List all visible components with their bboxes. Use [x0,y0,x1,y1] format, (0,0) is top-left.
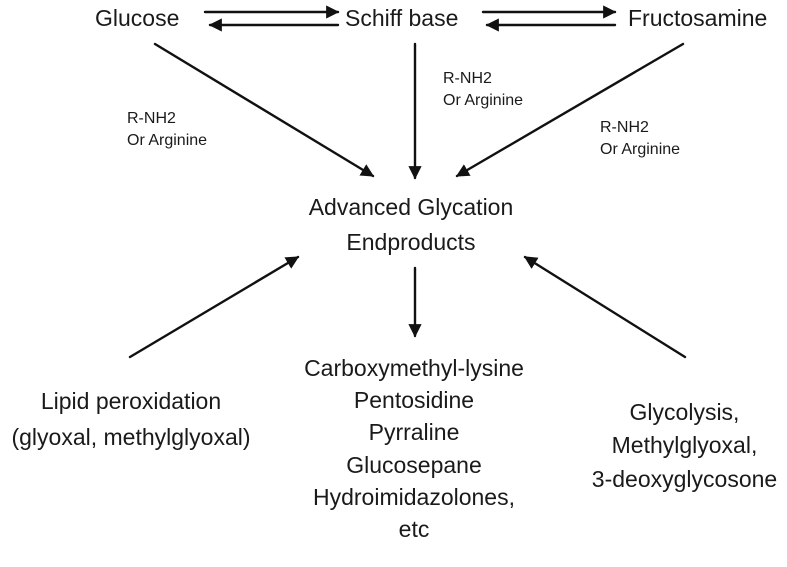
reagent-label-left-line-2: Or Arginine [127,131,208,149]
reagent-label-middle-line-1: R-NH2 [443,70,492,87]
product-item: Hydroimidazolones, [313,483,515,510]
node-age-line-1: Advanced Glycation [308,194,514,220]
product-item: Glucosepane [346,451,482,478]
product-item: Pentosidine [353,387,475,414]
product-item: etc [398,515,430,542]
reagent-label-left: R-NH2 Or Arginine [127,108,207,151]
reagent-label-left-line-1: R-NH2 [127,110,176,127]
arrow-glycolysis-to-age [523,255,687,359]
node-advanced-glycation-endproducts: Advanced Glycation Endproducts [300,190,522,259]
node-glycolysis: Glycolysis, Methylglyoxal, 3-deoxyglycos… [582,396,787,496]
reagent-label-right-line-2: Or Arginine [600,140,681,158]
arrow-glucose-to-age [153,42,375,178]
node-age-products-list: Carboxymethyl-lysine Pentosidine Pyrrali… [292,352,536,545]
node-glucose: Glucose [95,5,180,31]
node-age-line-2: Endproducts [346,228,476,255]
node-lipid-peroxidation: Lipid peroxidation (glyoxal, methylglyox… [2,384,260,455]
node-lipid-line-1: Lipid peroxidation [40,388,222,414]
reagent-label-middle-line-2: Or Arginine [443,91,524,109]
node-glycolysis-line-3: 3-deoxyglycosone [591,465,778,492]
product-item: Pyrraline [368,419,460,446]
node-lipid-line-2: (glyoxal, methylglyoxal) [11,423,251,450]
reagent-label-middle: R-NH2 Or Arginine [443,68,523,111]
product-item: Carboxymethyl-lysine [304,355,524,381]
node-fructosamine: Fructosamine [628,5,768,31]
arrow-fructosamine-to-age [455,42,685,178]
reagent-label-right: R-NH2 Or Arginine [600,117,680,160]
node-glycolysis-line-1: Glycolysis, [629,399,740,425]
node-schiff-base: Schiff base [345,5,459,31]
node-glycolysis-line-2: Methylglyoxal, [611,432,758,459]
arrow-lipid-to-age [128,255,300,359]
reagent-label-right-line-1: R-NH2 [600,119,649,136]
